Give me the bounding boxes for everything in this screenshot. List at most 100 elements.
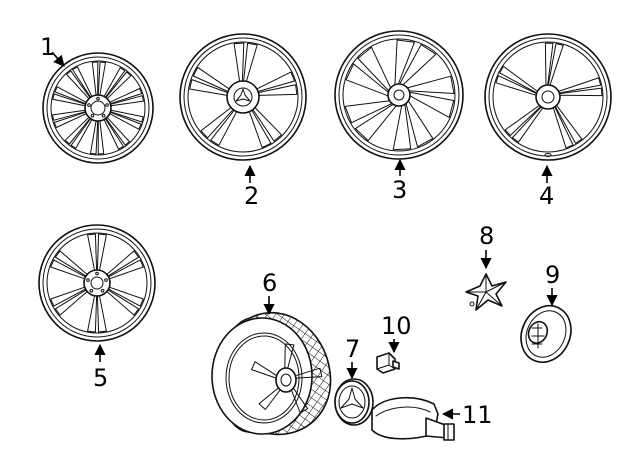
spoke-line [189, 79, 229, 96]
spoke-line [108, 286, 144, 307]
lug-hole [89, 288, 94, 293]
spoke-line [258, 386, 282, 410]
spoke-line [97, 120, 105, 155]
spoke-line [392, 103, 412, 151]
lug-hole [101, 113, 106, 118]
spoke-line [552, 106, 574, 149]
spoke-line [210, 109, 238, 146]
spoke-line [345, 63, 389, 97]
spoke-line [499, 65, 538, 94]
spoke-line [406, 75, 455, 94]
center-cap-7[interactable] [334, 378, 374, 426]
spoke-line [50, 286, 86, 307]
spoke-line [243, 42, 258, 82]
wheel-2[interactable] [179, 33, 307, 161]
spoke-line [559, 87, 603, 97]
spoke-line [96, 233, 107, 271]
spoke-line [52, 93, 86, 107]
callout-1: 1 [40, 33, 55, 61]
spoke-line [96, 295, 107, 333]
callout-8: 8 [479, 222, 494, 250]
spoke-line [409, 91, 455, 118]
leader-1 [51, 51, 65, 67]
spoke-line [256, 71, 296, 92]
spoke-line [547, 43, 564, 86]
spoke-line [87, 295, 98, 333]
brand-star-icon [340, 387, 364, 409]
wheel-3[interactable] [334, 30, 464, 160]
spoke-line [103, 118, 124, 150]
brand-star-icon [235, 88, 251, 102]
spoke-line [192, 66, 230, 92]
lug-hole [87, 103, 91, 107]
spoke-line [354, 103, 397, 142]
spoke-line [54, 289, 88, 316]
wheel-1[interactable] [42, 52, 154, 164]
lug-hole [86, 278, 90, 282]
spoke-line [105, 116, 130, 146]
spoke-line [105, 71, 132, 100]
spoke-line [109, 111, 142, 130]
callout-5: 5 [93, 364, 108, 392]
lug-hole [105, 103, 109, 107]
lug-hole [96, 96, 100, 101]
spoke-line [399, 44, 437, 86]
callout-11: 11 [462, 401, 493, 429]
wheel-bolt-cap-8[interactable] [465, 273, 507, 311]
spoke-line [54, 250, 88, 277]
spoke-line [233, 42, 245, 82]
callout-4: 4 [539, 182, 554, 210]
lug-hole [95, 271, 99, 276]
spoke-line [70, 118, 93, 149]
lug-hole [90, 113, 95, 118]
spoke-line [294, 367, 323, 379]
spoke-line [54, 86, 87, 105]
spoke-line [72, 66, 93, 98]
spoke-line [290, 386, 309, 414]
spoke-line [511, 106, 544, 143]
spoke-line [90, 120, 99, 155]
spoke-line [394, 39, 415, 86]
spoke-line [50, 259, 86, 280]
spoke-line [558, 77, 602, 94]
spoke-line [257, 84, 298, 96]
spoke-line [110, 95, 144, 107]
spoke-line [87, 233, 98, 271]
spoke-line [52, 109, 86, 121]
center-plate-9[interactable] [512, 298, 580, 371]
callout-10: 10 [381, 312, 412, 340]
spoke-line [110, 109, 144, 123]
wheel-5[interactable] [38, 224, 156, 342]
spoke-line [103, 67, 126, 98]
spoke-line [357, 46, 392, 92]
tpms-sensor-11[interactable] [371, 396, 455, 441]
spoke-line [108, 259, 144, 280]
spoke-line [91, 61, 99, 96]
callout-9: 9 [545, 261, 560, 289]
spoke-line [200, 107, 234, 139]
spoke-line [554, 104, 583, 144]
callout-6: 6 [262, 269, 277, 297]
spoke-line [106, 250, 140, 277]
spoke-line [504, 104, 542, 136]
spoke-line [544, 42, 554, 86]
spoke-line [284, 343, 295, 371]
spoke-line [97, 61, 106, 96]
lug-hole [104, 278, 108, 282]
spoke-line [106, 289, 140, 316]
callout-3: 3 [392, 176, 407, 204]
spoke-line [64, 116, 91, 145]
spoke-line [66, 70, 91, 100]
spoke-line [248, 109, 272, 148]
callout-2: 2 [244, 182, 259, 210]
spoke-line [109, 88, 143, 105]
callout-7: 7 [345, 335, 360, 363]
spoke-line [344, 100, 393, 124]
valve-10[interactable] [376, 352, 400, 374]
spoke-line [53, 111, 87, 128]
tire-6[interactable] [211, 312, 332, 436]
wheel-4[interactable] [484, 33, 612, 161]
spoke-line [405, 100, 434, 148]
spoke-line [495, 75, 537, 96]
